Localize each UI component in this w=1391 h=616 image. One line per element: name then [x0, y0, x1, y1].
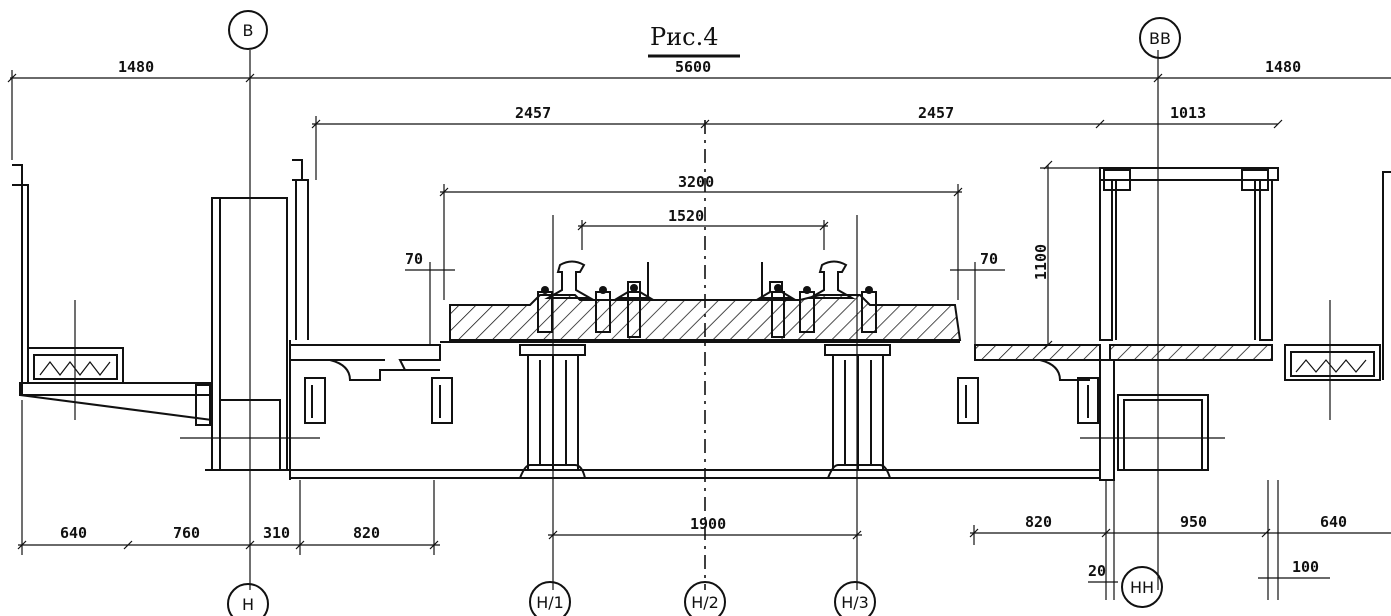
dim-line-bottom-right — [969, 480, 1391, 600]
svg-text:H/1: H/1 — [536, 593, 564, 612]
dim-line-70-left — [405, 262, 455, 345]
axis-bubble-bb: BB — [1139, 17, 1181, 59]
dim-line-bottom-left — [17, 400, 440, 555]
dim-1520: 1520 — [668, 207, 704, 225]
dim-1100: 1100 — [1032, 244, 1050, 280]
dim-100: 100 — [1292, 558, 1319, 576]
svg-text:H/3: H/3 — [841, 593, 869, 612]
figure-title: Рис.4 — [650, 23, 718, 51]
track-support-left — [518, 344, 587, 479]
svg-text:H: H — [242, 595, 254, 614]
axis-bubble-h3: H/3 — [834, 581, 876, 616]
axis-bubble-h1: H/1 — [529, 581, 571, 616]
axis-bubble-b: B — [228, 10, 268, 50]
dim-2457-left: 2457 — [515, 104, 551, 122]
dim-3200: 3200 — [678, 173, 714, 191]
dim-line-1520 — [577, 220, 829, 250]
dim-line-70-right — [950, 262, 1005, 345]
svg-text:BB: BB — [1149, 29, 1171, 48]
dim-640-right: 640 — [1320, 513, 1347, 531]
column-bb-structure — [1080, 167, 1279, 481]
svg-text:H/2: H/2 — [691, 593, 719, 612]
dim-line-2457 — [311, 116, 1105, 180]
dim-5600: 5600 — [675, 58, 711, 76]
svg-text:B: B — [243, 21, 254, 40]
dim-820-left: 820 — [353, 524, 380, 542]
dim-line-top-overall — [7, 70, 1391, 160]
dim-310: 310 — [263, 524, 290, 542]
dim-1900: 1900 — [690, 515, 726, 533]
dim-820-right: 820 — [1025, 513, 1052, 531]
deck-slab — [205, 294, 1100, 479]
dim-1480-right: 1480 — [1265, 58, 1301, 76]
dim-760: 760 — [173, 524, 200, 542]
rail-right-a — [806, 260, 856, 299]
dim-1013: 1013 — [1170, 104, 1206, 122]
dim-line-1900 — [548, 530, 862, 540]
dim-line-1013 — [1100, 119, 1283, 129]
left-outer-cabinet — [12, 164, 213, 421]
dim-line-3200 — [439, 184, 963, 300]
track-support-right — [824, 344, 892, 479]
dim-20: 20 — [1088, 562, 1106, 580]
axis-bubble-h: H — [227, 583, 269, 616]
dim-70-right: 70 — [980, 250, 998, 268]
right-deck — [957, 344, 1273, 424]
dim-70-left: 70 — [405, 250, 423, 268]
dim-1480-left: 1480 — [118, 58, 154, 76]
left-wall — [289, 159, 309, 480]
rail-left-a — [544, 260, 594, 299]
axis-bubble-hh: HH — [1121, 566, 1163, 608]
fasteners — [537, 284, 877, 338]
right-outer-cabinet — [1284, 171, 1391, 420]
dim-2457-right: 2457 — [918, 104, 954, 122]
axis-bubble-h2: H/2 — [684, 581, 726, 616]
rail-right-b — [756, 262, 796, 299]
dim-950: 950 — [1180, 513, 1207, 531]
dim-640-left: 640 — [60, 524, 87, 542]
svg-text:HH: HH — [1130, 578, 1154, 597]
